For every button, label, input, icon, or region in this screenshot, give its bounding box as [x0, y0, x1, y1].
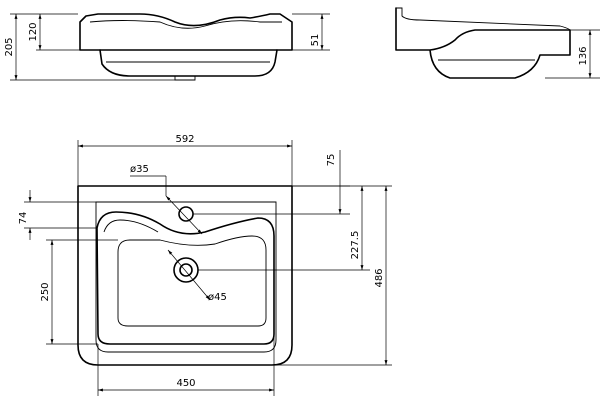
profile-outline: [395, 7, 571, 79]
front-bowl-outline: [99, 49, 278, 77]
dim-227-5-label: 227.5: [350, 231, 361, 260]
profile-rim-line: [396, 7, 571, 31]
dim-136-label: 136: [578, 46, 589, 65]
dim-486-label: 486: [374, 268, 385, 287]
front-elevation-view: 205 120 51: [4, 13, 330, 81]
plan-basin-inner-line: [103, 219, 159, 233]
dim-51-label: 51: [310, 34, 321, 47]
dim-120-label: 120: [28, 22, 39, 41]
dim-phi35-label: ø35: [130, 164, 149, 175]
front-drain-stub: [174, 76, 196, 81]
drain-inner: [179, 263, 193, 277]
dim-phi45-label: ø45: [208, 292, 227, 303]
front-rim-outline: [79, 13, 293, 51]
front-rim-inner-line: [89, 20, 282, 29]
plan-inner-rim: [95, 201, 277, 353]
dim-450-label: 450: [176, 378, 195, 389]
dim-592-label: 592: [175, 134, 194, 145]
side-profile-view: 136: [395, 7, 600, 79]
dim-74-label: 74: [18, 212, 29, 225]
plan-view: ø35 ø45 592 75 227.5 486 74 250: [18, 134, 392, 396]
dim-75-label: 75: [326, 154, 337, 167]
plan-basin-outline: [96, 211, 275, 345]
plan-bowl-outline: [117, 235, 267, 327]
dim-205-label: 205: [4, 37, 15, 56]
dim-250-label: 250: [40, 282, 51, 301]
faucet-hole: [178, 206, 194, 222]
